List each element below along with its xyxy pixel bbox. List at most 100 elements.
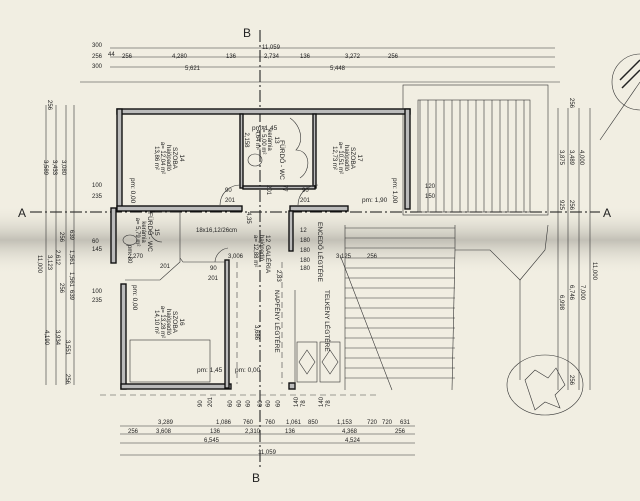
dim-text: 78: [301, 400, 307, 407]
svg-text:GALÉRIA: GALÉRIA: [264, 245, 273, 274]
dim-text: 3,608: [156, 429, 172, 435]
dim-text: 2,310: [245, 429, 261, 435]
room-15-level: pm: 80: [126, 245, 132, 264]
dim-text: 100: [92, 183, 103, 189]
dim-text: 256: [568, 200, 574, 211]
door-width: 90: [225, 188, 232, 194]
dim-text: 100: [92, 289, 103, 295]
walls: [110, 108, 411, 390]
svg-text:FÜRDŐ - WC: FÜRDŐ - WC: [146, 212, 155, 252]
room-14: 14 SZOBA hajópadló a= 12,04 m² 13,86 m²: [153, 142, 185, 174]
dim-text: 3,080: [60, 160, 66, 176]
svg-text:hajópadló: hajópadló: [343, 145, 349, 172]
svg-text:a= 5,00 m²: a= 5,00 m²: [260, 126, 266, 155]
room-16-window-level: pm: 1,45: [197, 367, 223, 374]
dim-text: 925: [558, 200, 564, 211]
airspace-label: TELKENY LÉGTÉRE: [323, 290, 332, 352]
room-13-level: pm: 1,45: [252, 125, 278, 132]
dim-text: 850: [308, 420, 319, 426]
dim-text: 256: [58, 283, 64, 294]
svg-text:14,10 m²: 14,10 m²: [153, 310, 159, 334]
dim-text: 256: [46, 100, 52, 111]
dim-text: 11,059: [258, 450, 277, 456]
dim-text: 3,875: [558, 150, 564, 166]
dim-text: 7,000: [579, 285, 585, 301]
dim-text: 2,83: [275, 270, 281, 282]
room-17: 17 SZOBA hajópadló a= 10,51 m² 12,73 m²: [331, 142, 363, 174]
stair-tread: 180: [300, 258, 311, 264]
dim-text: 60: [246, 400, 252, 407]
dim-text: 3,125: [336, 254, 352, 260]
dim-text: 256: [388, 54, 399, 60]
svg-text:13,86 m²: 13,86 m²: [153, 146, 159, 170]
svg-text:16: 16: [178, 318, 185, 326]
stair-tread: 180: [300, 266, 311, 272]
door-height: 201: [300, 198, 311, 204]
dim-text: 3,433: [51, 160, 57, 176]
dim-text: 4,368: [342, 429, 358, 435]
terrace-roof: 120 150: [402, 84, 549, 391]
door-swings: [122, 117, 319, 263]
dim-text: 11,000: [591, 262, 597, 281]
dim-text: 4,190: [43, 330, 49, 346]
svg-text:SZOBA: SZOBA: [171, 311, 178, 334]
dim-text: 4,524: [345, 438, 361, 444]
door-height: 201: [160, 264, 171, 270]
dim-text: 120: [425, 184, 436, 190]
dim-text: 256: [58, 232, 64, 243]
dim-text: 3,489: [568, 150, 574, 166]
svg-text:FÜRDŐ - WC: FÜRDŐ - WC: [278, 140, 287, 180]
dim-text: 760: [265, 420, 276, 426]
svg-text:a= 10,51 m²: a= 10,51 m²: [337, 142, 343, 174]
svg-text:14: 14: [178, 154, 185, 162]
stair-tread: 180: [300, 248, 311, 254]
dim-text: 60: [237, 400, 243, 407]
dim-text: 90: [198, 400, 204, 407]
dim-text: 4,35: [245, 212, 251, 224]
door-height: 201: [225, 198, 236, 204]
door-height: 201: [265, 185, 271, 196]
dim-text: 140: [294, 396, 300, 407]
dim-text: 60: [266, 400, 272, 407]
scan-shadow: [0, 205, 640, 275]
room-16-level: pm: 0,00: [131, 285, 138, 311]
room-12-galeria: 12 GALÉRIA hajópadló a= 12,88 m²: [252, 235, 273, 274]
tree-symbol: [506, 354, 584, 416]
dim-text: 2,734: [264, 54, 280, 60]
dim-text: 5,621: [185, 66, 201, 72]
stair-tread: 12: [300, 228, 307, 234]
dim-text: 3,686: [253, 325, 259, 341]
dim-text: 256: [395, 429, 406, 435]
room-17-window-level: pm: 1,00: [391, 178, 398, 204]
dim-text: 631: [400, 420, 411, 426]
dim-text: 256: [568, 98, 574, 109]
door-width: 77: [281, 185, 287, 192]
svg-text:2,158: 2,158: [243, 132, 249, 148]
dim-text: 3,934: [54, 330, 60, 346]
dim-text: 11,059: [262, 45, 281, 51]
north-arrow-icon: [599, 53, 640, 141]
section-b-bottom-label: B: [252, 471, 260, 485]
dim-text: 201: [208, 396, 214, 407]
svg-text:hajópadló: hajópadló: [165, 309, 171, 336]
left-dimensions: 2563,0803,4333,5896392561,5612,6123,1231…: [36, 100, 103, 385]
door-width: 90: [302, 188, 309, 194]
svg-text:15: 15: [153, 228, 160, 236]
dim-text: 136: [226, 54, 237, 60]
dim-text: 78: [326, 400, 332, 407]
dim-text: 256: [568, 375, 574, 386]
svg-text:a= 13,28 m²: a= 13,28 m²: [159, 306, 165, 338]
dim-text: 256: [92, 54, 103, 60]
dim-text: 1,561: [68, 250, 74, 266]
svg-text:hajópadló: hajópadló: [258, 235, 264, 262]
dim-text: 11,000: [36, 255, 42, 274]
svg-text:a= 5,79 m²: a= 5,79 m²: [134, 218, 140, 247]
svg-text:hajópadló: hajópadló: [165, 145, 171, 172]
dim-text: 639: [68, 230, 74, 241]
section-b-top-label: B: [243, 26, 251, 40]
svg-text:kerámia: kerámia: [266, 129, 272, 151]
dim-text: 3,289: [158, 420, 174, 426]
